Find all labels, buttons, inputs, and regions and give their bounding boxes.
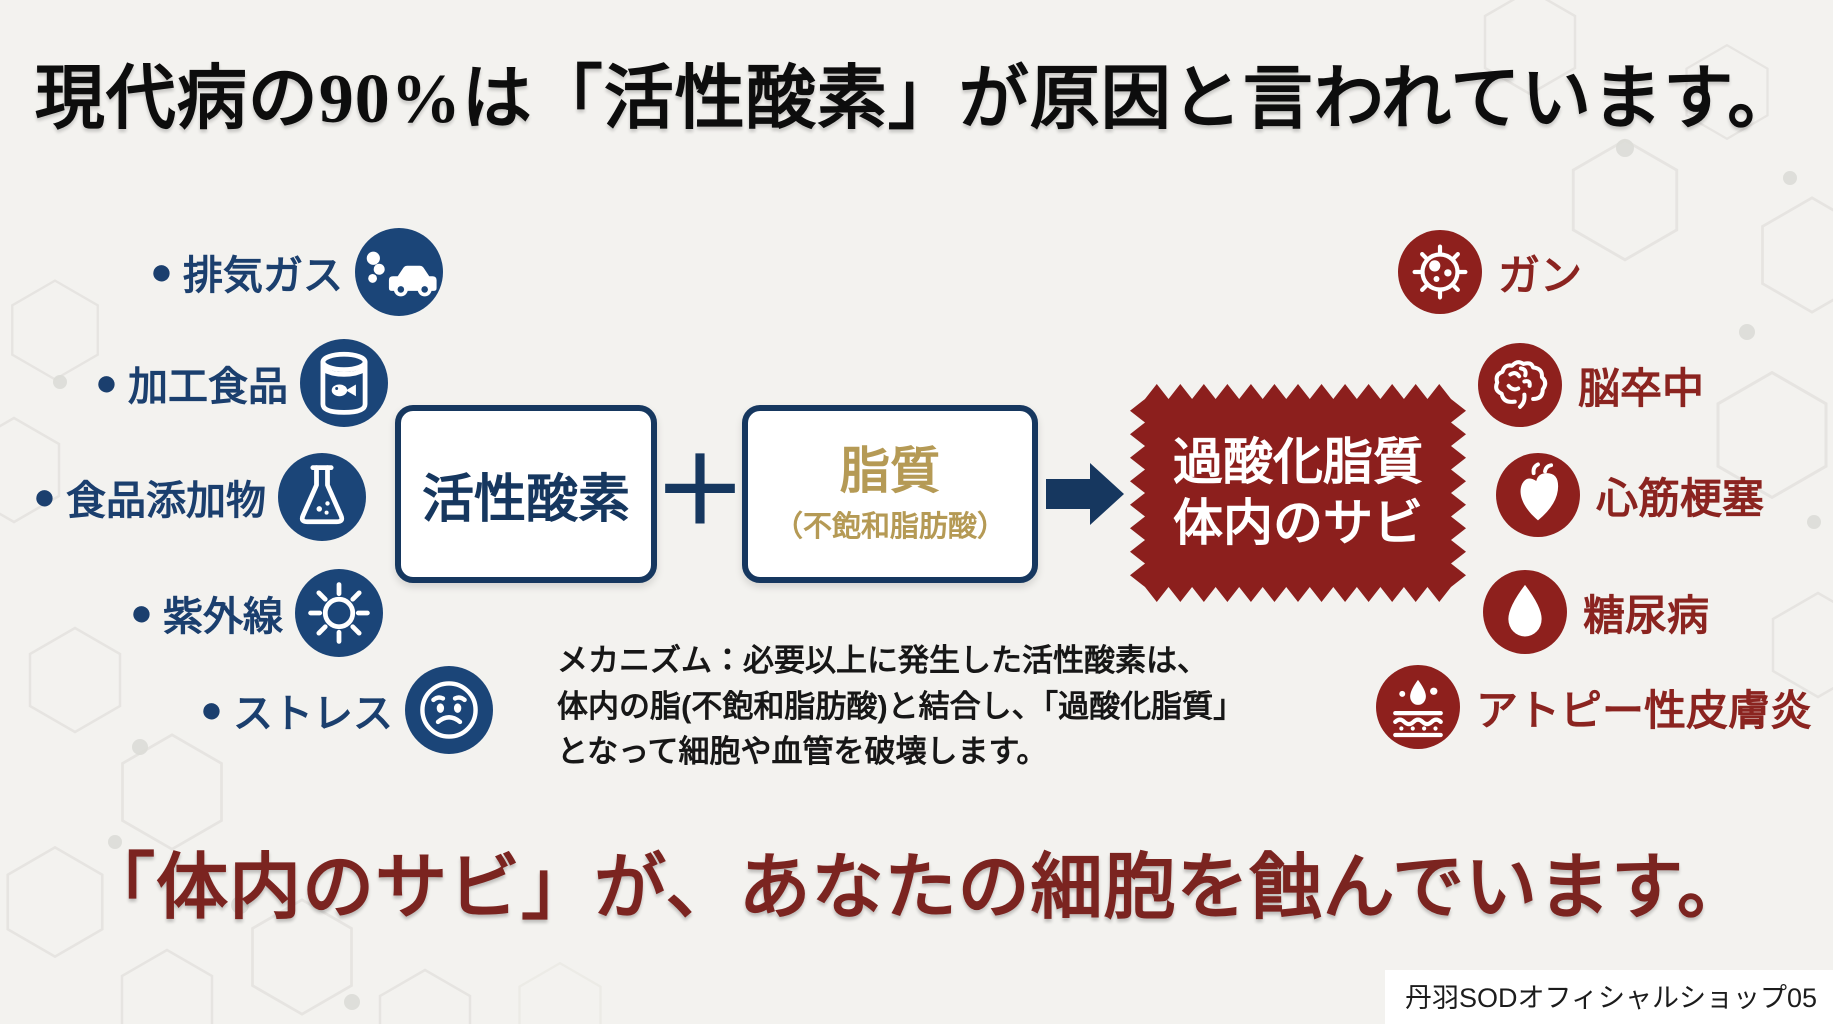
lipid-label: 脂質 bbox=[840, 442, 940, 499]
disease-item-heart-attack: 心筋梗塞 bbox=[1496, 453, 1764, 537]
bullet-dot: ● bbox=[95, 362, 118, 404]
top-headline: 現代病の90%は「活性酸素」が原因と言われています。 bbox=[34, 61, 1799, 138]
cause-item-exhaust-gas: ● 排気ガス bbox=[150, 228, 443, 316]
flask-icon bbox=[277, 453, 366, 541]
mechanism-line: 体内の脂(不飽和脂肪酸)と結合し、「過酸化脂質」 bbox=[557, 688, 1245, 724]
bottom-headline: 「体内のサビ」が、あなたの細胞を蝕んでいます。 bbox=[83, 848, 1750, 928]
lipid-sublabel: （不飽和脂肪酸） bbox=[773, 510, 1006, 543]
peroxide-burst: 過酸化脂質 体内のサビ bbox=[1128, 382, 1468, 604]
disease-item-cancer: ガン bbox=[1398, 230, 1582, 314]
right-arrow-icon bbox=[1046, 463, 1124, 525]
disease-label: 心筋梗塞 bbox=[1596, 474, 1765, 522]
cancer-cell-icon bbox=[1398, 230, 1482, 314]
bullet-dot: ● bbox=[150, 251, 173, 293]
reactive-oxygen-box: 活性酸素 bbox=[395, 405, 657, 583]
car-exhaust-icon bbox=[354, 228, 443, 316]
plus-sign: ＋ bbox=[653, 441, 746, 543]
heart-icon bbox=[1496, 453, 1580, 537]
mechanism-line: メカニズム：必要以上に発生した活性酸素は、 bbox=[557, 643, 1208, 678]
disease-item-stroke: 脳卒中 bbox=[1478, 343, 1704, 427]
disease-label: アトピー性皮膚炎 bbox=[1476, 686, 1813, 734]
reactive-oxygen-label: 活性酸素 bbox=[421, 470, 630, 529]
cause-label: 排気ガス bbox=[182, 254, 343, 298]
bullet-dot: ● bbox=[33, 476, 56, 518]
disease-item-diabetes: 糖尿病 bbox=[1483, 570, 1709, 654]
lipid-box: 脂質 （不飽和脂肪酸） bbox=[742, 405, 1038, 583]
bullet-dot: ● bbox=[200, 689, 223, 731]
cause-item-stress: ● ストレス bbox=[200, 666, 493, 754]
cause-label: 加工食品 bbox=[127, 365, 288, 409]
bullet-dot: ● bbox=[130, 592, 153, 634]
cause-item-processed-food: ● 加工食品 bbox=[95, 339, 388, 427]
mechanism-line: となって細胞や血管を破壊します。 bbox=[557, 734, 1048, 770]
disease-label: ガン bbox=[1498, 251, 1583, 299]
disease-item-atopic-dermatitis: アトピー性皮膚炎 bbox=[1376, 665, 1812, 749]
skin-layers-icon bbox=[1376, 665, 1460, 749]
droplet-icon bbox=[1483, 570, 1567, 654]
cause-label: 紫外線 bbox=[162, 595, 283, 639]
cause-item-uv-rays: ● 紫外線 bbox=[130, 569, 383, 657]
burst-line1: 過酸化脂質 bbox=[1173, 434, 1423, 490]
disease-label: 脳卒中 bbox=[1578, 364, 1705, 412]
shop-watermark: 丹羽SODオフィシャルショップ05 bbox=[1384, 970, 1833, 1024]
cause-item-food-additives: ● 食品添加物 bbox=[33, 453, 366, 541]
mechanism-text: メカニズム：必要以上に発生した活性酸素は、 体内の脂(不飽和脂肪酸)と結合し、「… bbox=[557, 638, 1244, 775]
worried-face-icon bbox=[404, 666, 493, 754]
sun-icon bbox=[294, 569, 383, 657]
brain-icon bbox=[1478, 343, 1562, 427]
disease-label: 糖尿病 bbox=[1583, 591, 1710, 639]
burst-shape bbox=[1130, 384, 1466, 602]
burst-line2: 体内のサビ bbox=[1173, 495, 1423, 551]
cause-label: 食品添加物 bbox=[65, 479, 266, 523]
cause-label: ストレス bbox=[232, 692, 393, 736]
canned-food-icon bbox=[299, 339, 388, 427]
